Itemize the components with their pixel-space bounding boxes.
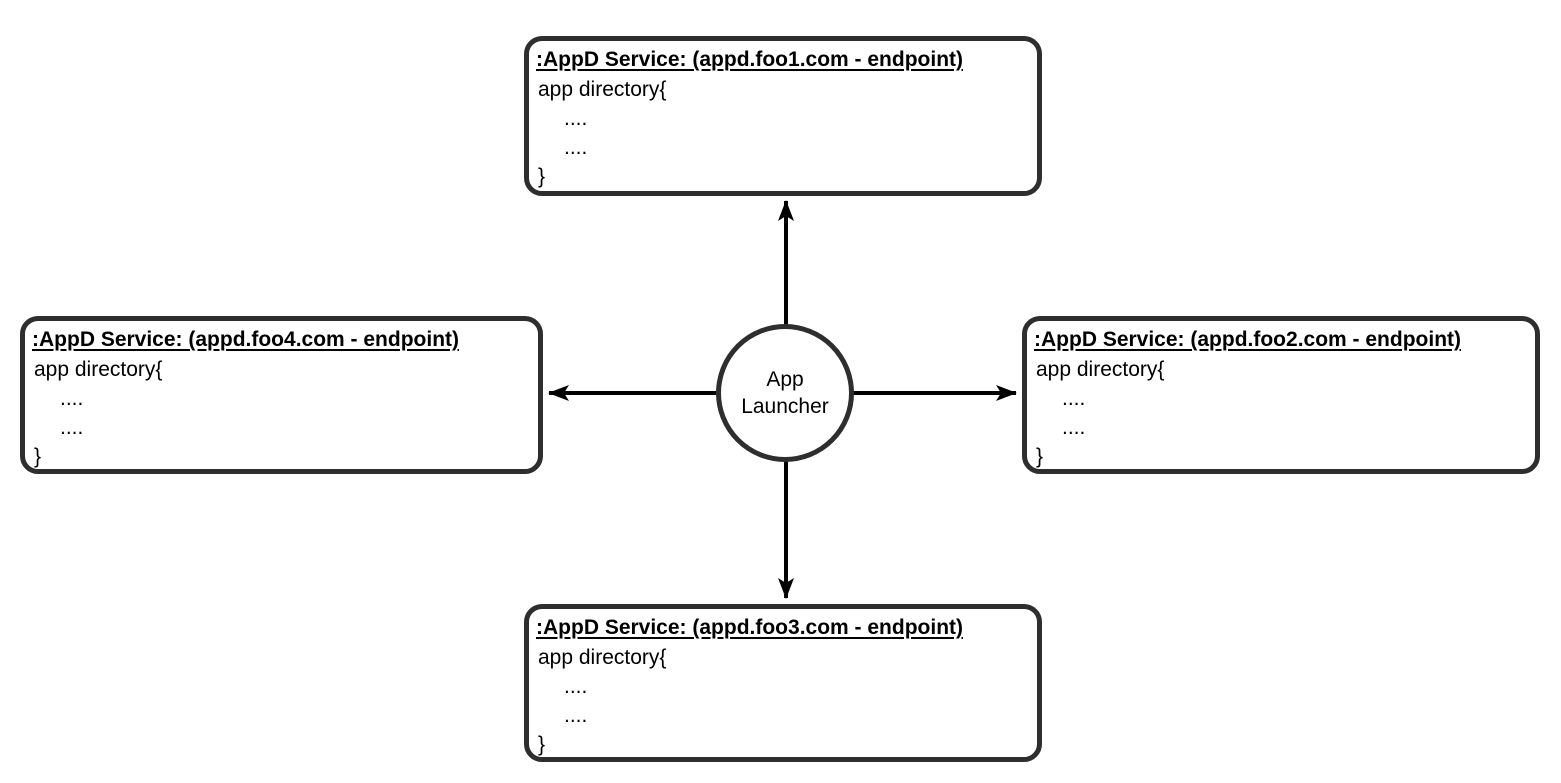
app-launcher-node: App Launcher <box>716 324 854 462</box>
service-box-foo4: :AppD Service: (appd.foo4.com - endpoint… <box>20 316 543 474</box>
service-title: :AppD Service: (appd.foo3.com - endpoint… <box>536 616 964 639</box>
body-line: app directory{ <box>1036 358 1165 381</box>
body-line: app directory{ <box>34 358 163 381</box>
service-title: :AppD Service: (appd.foo2.com - endpoint… <box>1034 328 1462 351</box>
body-line: .... <box>564 136 588 159</box>
body-line: .... <box>1062 387 1086 410</box>
body-line: .... <box>1062 416 1086 439</box>
service-box-foo3: :AppD Service: (appd.foo3.com - endpoint… <box>524 604 1042 762</box>
body-line: app directory{ <box>538 646 667 669</box>
body-line: .... <box>60 416 84 439</box>
service-box-foo1: :AppD Service: (appd.foo1.com - endpoint… <box>524 36 1042 196</box>
body-line: } <box>1036 445 1044 468</box>
service-title: :AppD Service: (appd.foo1.com - endpoint… <box>536 48 964 71</box>
body-line: } <box>538 733 546 756</box>
body-line: .... <box>564 107 588 130</box>
body-line: .... <box>60 387 84 410</box>
body-line: .... <box>564 675 588 698</box>
service-box-foo2: :AppD Service: (appd.foo2.com - endpoint… <box>1022 316 1540 474</box>
service-title: :AppD Service: (appd.foo4.com - endpoint… <box>32 328 460 351</box>
body-line: } <box>34 445 42 468</box>
body-line: .... <box>564 704 588 727</box>
body-line: app directory{ <box>538 78 667 101</box>
launcher-label-line2: Launcher <box>741 395 829 418</box>
launcher-label-line1: App <box>766 368 804 391</box>
body-line: } <box>538 165 546 188</box>
